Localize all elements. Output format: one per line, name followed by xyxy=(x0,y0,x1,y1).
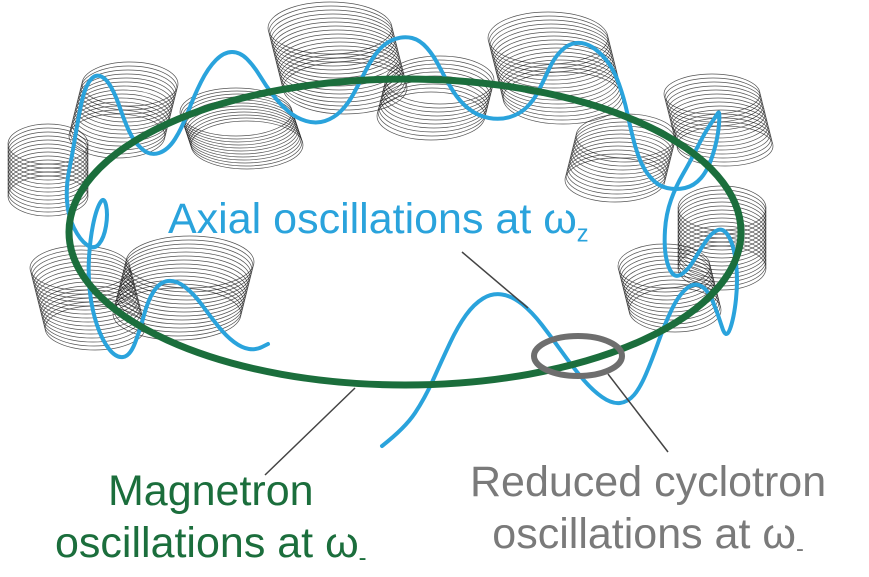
cyclotron-label-line2-text: oscillations at ω xyxy=(492,510,796,559)
cyclotron-label-line1: Reduced cyclotron xyxy=(470,458,827,506)
coil-loop xyxy=(569,137,671,183)
coil-loop xyxy=(7,151,89,193)
coil-loop xyxy=(7,171,89,213)
cyclotron-leader-line xyxy=(607,373,669,453)
coil-loop xyxy=(80,65,178,111)
coil-loop xyxy=(571,129,673,175)
magnetron-orbit-ellipse xyxy=(65,75,745,389)
magnetron-label-line1: Magnetron xyxy=(107,467,314,515)
cyclotron-ring-marker xyxy=(531,333,625,379)
magnetron-label-line2-text: oscillations at ω xyxy=(55,519,359,568)
coil-loop xyxy=(81,61,179,107)
magnetron-label-subscript: - xyxy=(358,545,367,572)
axial-label-text: Axial oscillations at ω xyxy=(168,195,577,243)
coil-loop xyxy=(677,213,767,259)
coil-loop xyxy=(677,221,767,267)
coil-loop xyxy=(566,149,668,195)
coil-loop xyxy=(567,145,669,191)
coil-loop xyxy=(77,77,175,123)
axial-oscillations-label: Axial oscillations at ωz xyxy=(168,198,589,247)
coil-loop xyxy=(68,113,166,159)
coil-loop xyxy=(570,133,672,179)
magnetron-leader-line xyxy=(264,387,356,476)
coil-loop xyxy=(112,287,242,341)
cyclotron-label-line2: oscillations at ω- xyxy=(470,508,826,564)
coil-loop xyxy=(7,143,89,185)
coil-loop xyxy=(628,287,722,333)
coil-loop xyxy=(564,157,666,203)
coil-loop xyxy=(7,139,89,181)
coil-loop xyxy=(677,217,767,263)
coil-loop xyxy=(72,97,170,143)
coil-loop xyxy=(677,209,767,255)
cyclotron-coil-loops xyxy=(7,1,774,351)
coil-loop xyxy=(574,117,676,163)
axial-oscillation-wave xyxy=(64,35,739,448)
coil-loop xyxy=(189,117,303,167)
coil-loop xyxy=(78,73,176,119)
axial-label-subscript: z xyxy=(576,221,589,248)
coil-loop xyxy=(190,120,304,170)
cyclotron-label-subscript: - xyxy=(795,536,804,563)
coil-loop xyxy=(677,205,767,251)
axial-leader-line xyxy=(461,251,529,309)
magnetron-label-line2: oscillations at ω- xyxy=(55,517,367,573)
coil-loop xyxy=(7,167,89,209)
coil-loop xyxy=(677,225,767,271)
coil-loop xyxy=(7,147,89,189)
coil-loop xyxy=(7,175,89,217)
